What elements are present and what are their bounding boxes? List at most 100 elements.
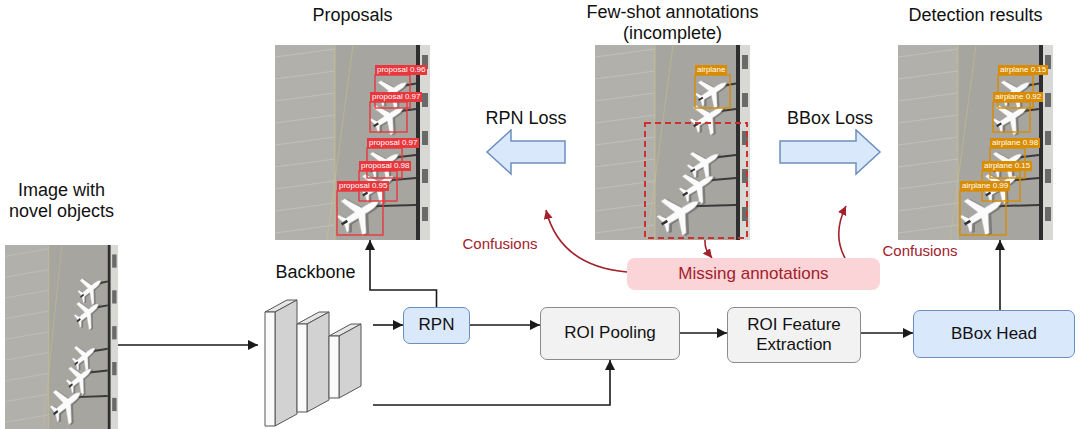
tarmac-marking	[275, 49, 335, 57]
tarmac-marking	[898, 137, 958, 145]
airplane-figure	[80, 294, 84, 298]
tarmac-marking	[898, 159, 958, 167]
terminal	[422, 93, 428, 107]
bounding-box	[337, 191, 383, 235]
edge-label: BBox Loss	[785, 108, 875, 129]
detection-tag: proposal 0.95	[337, 181, 389, 191]
detection-tag: proposal 0.97	[370, 92, 422, 102]
image-panel: Proposals	[275, 2, 430, 240]
edge-label: RPN Loss	[483, 108, 568, 129]
terminal	[1045, 207, 1051, 221]
tarmac-marking	[595, 115, 655, 123]
note-box: Missing annotations	[627, 258, 880, 290]
terminal	[108, 245, 111, 429]
flow-arrow	[861, 332, 913, 334]
terminal	[112, 362, 116, 375]
tarmac-marking	[595, 49, 655, 57]
tarmac-marking	[275, 203, 335, 211]
tarmac-marking	[275, 181, 335, 189]
airplane-figure	[996, 122, 1002, 127]
loss-arrow	[780, 130, 880, 174]
confusion-arrow	[839, 206, 846, 258]
tarmac-marking	[5, 290, 49, 298]
tarmac-marking	[5, 394, 49, 402]
taxi-line	[655, 45, 656, 240]
backbone-layer	[297, 324, 307, 412]
image-panel: Few-shot annotations (incomplete)	[595, 2, 750, 240]
box-label: RPN	[413, 315, 461, 335]
terminal	[112, 398, 116, 411]
tarmac	[275, 45, 335, 240]
panel-heading: Image with novel objects	[1, 180, 123, 222]
tarmac-marking	[898, 203, 958, 211]
tarmac-marking	[275, 159, 335, 167]
tarmac-marking	[5, 311, 49, 319]
detection-tag: airplane 0.98	[990, 138, 1040, 148]
detection-tag: airplane	[695, 65, 727, 75]
bounding-box	[695, 75, 730, 108]
tarmac-marking	[275, 71, 335, 79]
airplane-figure	[53, 410, 58, 416]
airplane-figure	[985, 192, 991, 197]
box-label: ROI Feature Extraction	[728, 315, 860, 356]
terminal	[111, 245, 118, 429]
flow-arrow	[118, 344, 258, 346]
taxi-line	[43, 245, 62, 429]
tarmac-marking	[275, 93, 335, 101]
tarmac-marking	[898, 181, 958, 189]
airplane-figure	[661, 220, 668, 226]
tarmac-marking	[898, 115, 958, 123]
bounding-box	[960, 191, 1006, 235]
terminal	[740, 45, 750, 240]
airplane-figure	[698, 97, 703, 101]
airplane-figure	[690, 168, 695, 172]
backbone-layer	[275, 300, 297, 426]
airplane-figure	[69, 383, 73, 388]
tarmac-marking	[5, 332, 49, 340]
tarmac	[5, 245, 49, 429]
loss-arrow	[487, 130, 565, 174]
airplane-figure	[685, 94, 732, 140]
terminal	[1045, 169, 1051, 183]
process-box: BBox Head	[913, 310, 1075, 358]
flow-arrow	[470, 324, 540, 326]
airplane-figure	[46, 375, 91, 429]
flow-arrow	[370, 240, 437, 307]
airplane-figure	[77, 318, 81, 322]
backbone-block: Backbone	[258, 258, 373, 428]
terminal	[112, 290, 116, 303]
panel-heading: Detection results	[886, 5, 1066, 26]
flow-arrow	[680, 332, 727, 334]
backbone-layer	[307, 312, 329, 412]
tarmac-marking	[275, 225, 335, 233]
tarmac-marking	[898, 225, 958, 233]
airplane-figure	[71, 291, 105, 335]
terminal	[742, 93, 748, 107]
airplane-figure	[341, 220, 348, 226]
bounding-box	[370, 102, 407, 132]
taxi-line	[958, 45, 959, 240]
taxi-line	[335, 45, 336, 240]
aerial-image	[5, 245, 118, 429]
taxi-line	[647, 45, 673, 240]
airplane-figure	[682, 192, 688, 197]
bounding-box	[993, 102, 1030, 132]
detection-tag: airplane 0.15	[998, 65, 1048, 75]
airplane-figure	[651, 183, 712, 243]
tarmac-marking	[898, 49, 958, 57]
aerial-image	[898, 45, 1053, 244]
detection-tag: airplane 0.92	[993, 92, 1043, 102]
block-label: Backbone	[258, 262, 373, 283]
process-box: ROI Feature Extraction	[727, 307, 861, 363]
tarmac-marking	[5, 373, 49, 381]
tarmac-marking	[5, 415, 49, 423]
process-box: ROI Pooling	[540, 307, 680, 360]
tarmac-marking	[595, 71, 655, 79]
airplane-figure	[362, 192, 368, 197]
terminal	[1045, 131, 1051, 145]
tarmac-marking	[5, 353, 49, 361]
tarmac-marking	[5, 249, 49, 257]
airplane-figure	[331, 183, 392, 243]
airplane-figure	[46, 376, 88, 429]
backbone-layer	[329, 336, 339, 398]
